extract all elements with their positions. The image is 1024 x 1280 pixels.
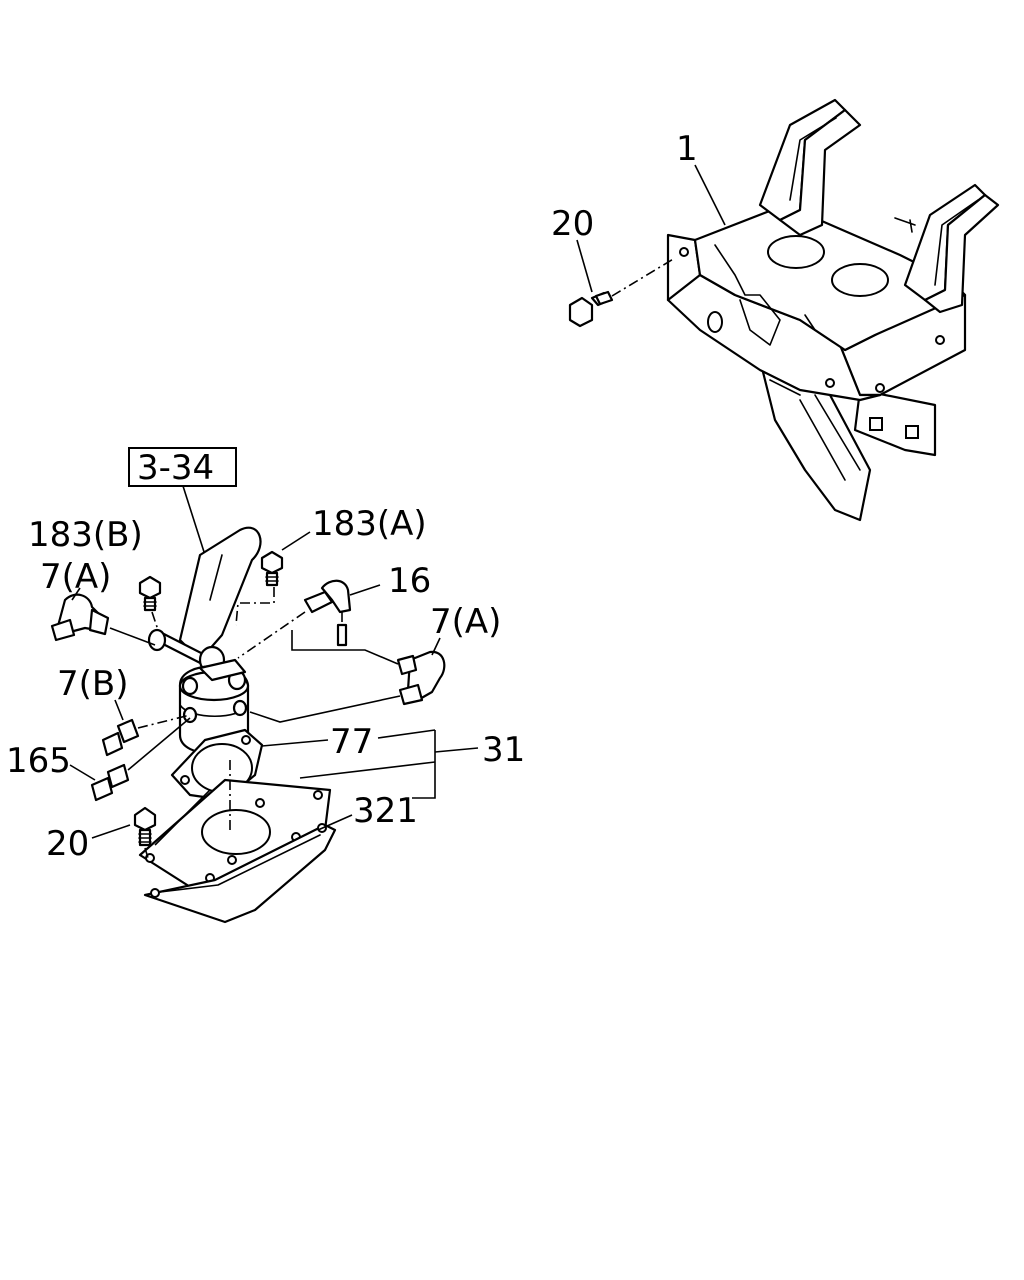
label-3-34: 3-34 [137, 448, 214, 488]
pedal-arm [147, 526, 262, 675]
leader-321 [317, 814, 353, 831]
fitting-7b [101, 699, 191, 757]
leader-plate-31 [299, 761, 436, 779]
label-7b: 7(B) [57, 664, 129, 704]
leader-77-right [377, 729, 436, 739]
pedal-bracket [666, 98, 1000, 522]
label-165: 165 [6, 741, 71, 781]
ref-box-3-34 [128, 447, 237, 487]
leader-77 [261, 739, 329, 747]
bolt-20-top [568, 239, 676, 328]
fitting-165 [69, 717, 191, 802]
label-1: 1 [676, 129, 698, 169]
label-77: 77 [330, 722, 373, 762]
label-321: 321 [353, 791, 418, 831]
leader-31 [434, 747, 479, 753]
label-7a-right: 7(A) [430, 602, 501, 642]
label-20-bottom: 20 [46, 824, 89, 864]
fitting-16 [237, 579, 381, 659]
leader-3-34 [182, 485, 206, 556]
bracket-31 [412, 730, 436, 799]
label-183b: 183(B) [28, 515, 143, 555]
leader-1 [694, 164, 726, 226]
elbow-fitting-7a-right [249, 630, 446, 723]
label-7a-left: 7(A) [40, 557, 111, 597]
label-183a: 183(A) [312, 504, 427, 544]
bolt-183a [235, 531, 311, 626]
label-16: 16 [388, 561, 431, 601]
bolt-20-bottom [91, 789, 211, 859]
elbow-fitting-7a-left [50, 587, 156, 646]
bolt-183b [138, 575, 162, 631]
pivot-housing [178, 658, 250, 755]
label-31: 31 [482, 730, 525, 770]
label-20-top: 20 [551, 204, 594, 244]
gasket-321 [143, 823, 337, 924]
plate-31 [138, 778, 332, 892]
